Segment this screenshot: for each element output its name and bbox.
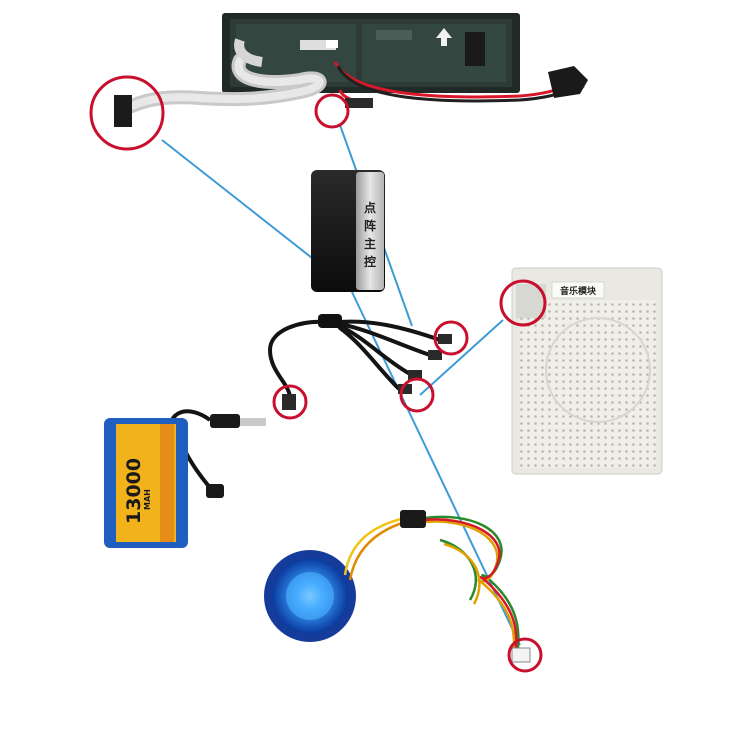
ribbon-cable: [125, 38, 327, 113]
battery: [104, 409, 266, 548]
controller-box: [311, 170, 385, 292]
controller-label-3: 主: [364, 236, 376, 251]
callout-splitter-1: [433, 320, 469, 356]
line-speaker-to-splitter: [419, 319, 504, 396]
speaker-label: 音乐模块: [560, 285, 597, 297]
battery-unit: MAH: [143, 489, 152, 510]
controller-label-2: 阵: [364, 218, 376, 233]
callout-ribbon-plug: [89, 75, 165, 151]
push-button: [264, 550, 356, 642]
callout-battery-lead: [272, 384, 308, 420]
controller-label-4: 控: [364, 254, 376, 269]
callout-circles: [89, 75, 547, 673]
ribbon-plug: [114, 95, 132, 127]
callout-panel-power: [314, 93, 350, 129]
harness-plug: [511, 647, 531, 663]
callout-speaker-port: [499, 279, 547, 327]
power-splitter-cable: [267, 319, 442, 400]
controller-label-1: 点: [364, 200, 376, 215]
line-ribbon-to-controller: [161, 139, 313, 259]
speaker-module: [511, 267, 663, 475]
harness-switch: [400, 510, 426, 528]
callout-harness-plug: [507, 637, 543, 673]
arrow-up-icon: [436, 28, 452, 46]
battery-capacity: 13000: [123, 458, 145, 524]
panel-connector: [548, 66, 588, 98]
wire-harness: [343, 515, 520, 651]
led-panel: [222, 13, 520, 93]
splitter-hub: [318, 314, 342, 328]
callout-splitter-4: [399, 377, 435, 413]
